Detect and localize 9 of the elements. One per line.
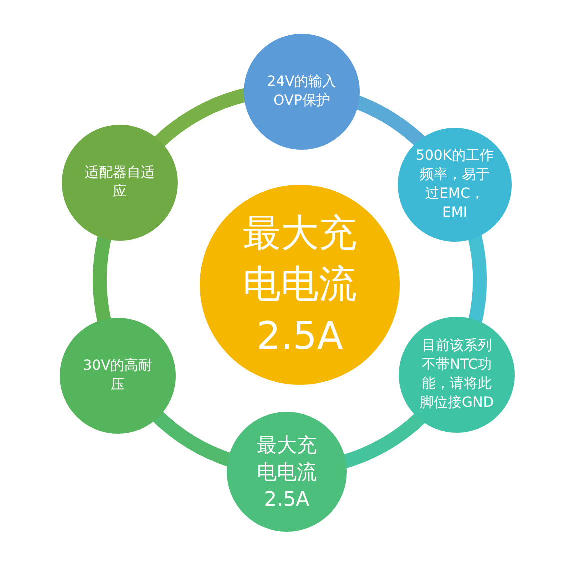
feature-label: 500K的工作频率，易于过EMC，EMI (416, 147, 494, 223)
ring-segment (468, 232, 487, 326)
feature-label: 适配器自适应 (84, 164, 156, 202)
feature-label: 最大充电电流2.5A (256, 432, 318, 512)
ring-segment (93, 234, 112, 324)
feature-label: 30V的高耐压 (83, 357, 153, 395)
center-label: 最大充电电流2.5A (242, 210, 358, 360)
feature-label: 目前该系列不带NTC功能，请将此脚位接GND (418, 337, 496, 413)
feature-label: 24V的输入OVP保护 (266, 73, 338, 111)
